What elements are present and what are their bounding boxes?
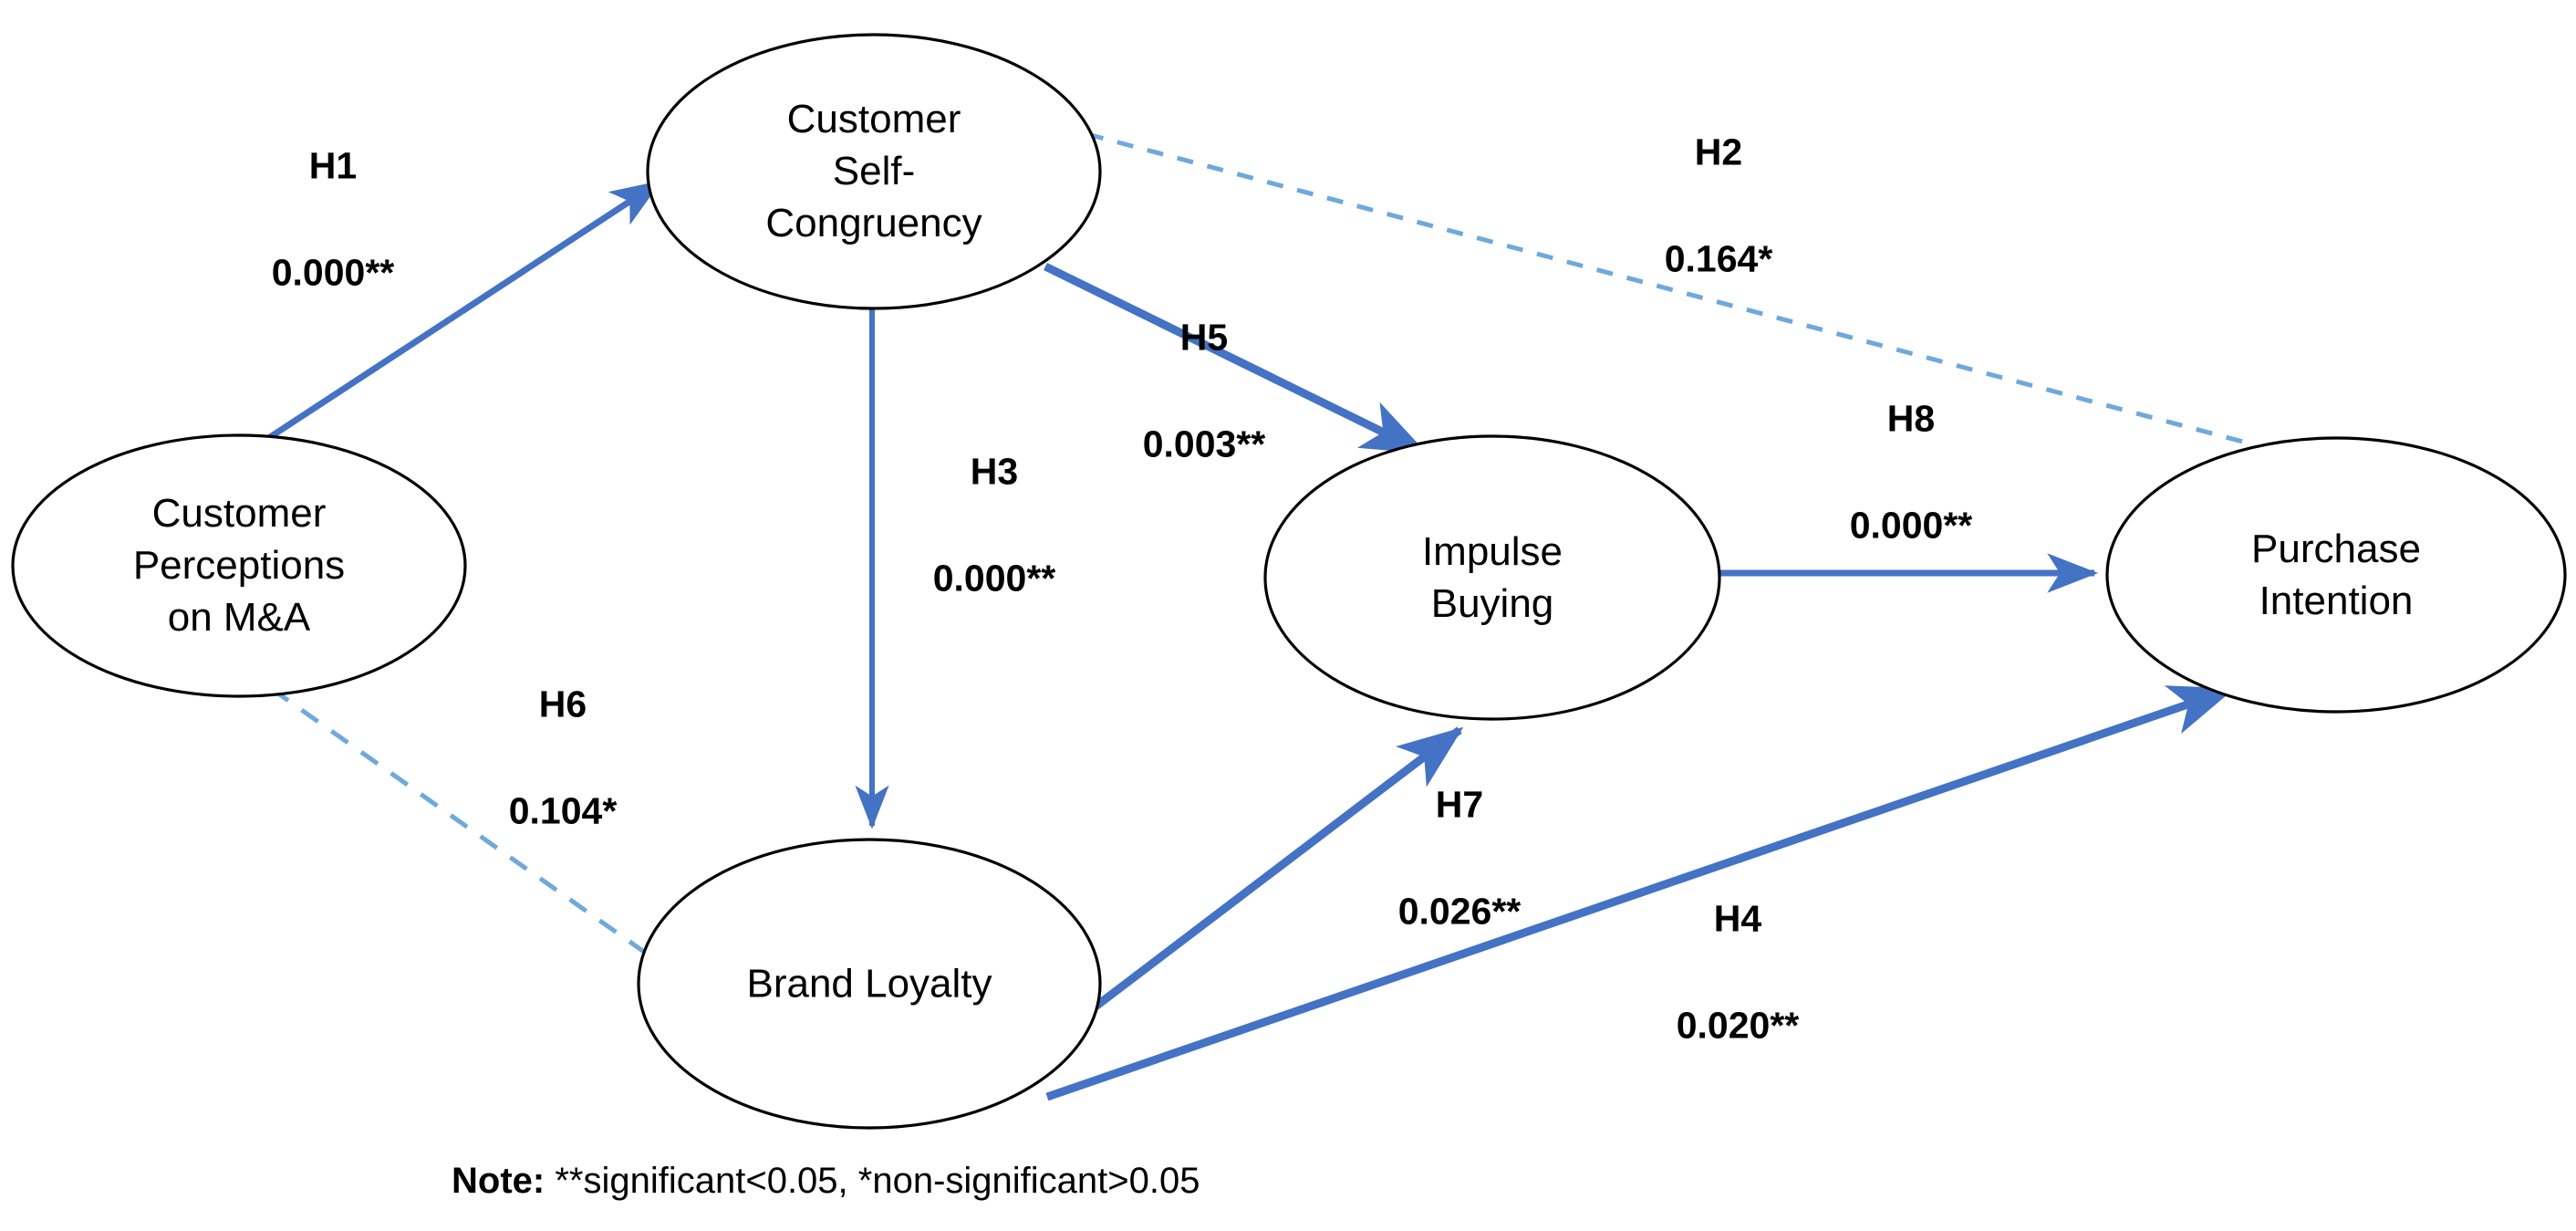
path-h2-line xyxy=(1086,131,2254,447)
path-label-h7: H7 0.026** xyxy=(1398,725,1522,990)
path-label-h3: H3 0.000** xyxy=(933,391,1056,657)
node-customer-perceptions[interactable] xyxy=(11,433,467,698)
path-label-h4-hypothesis: H4 xyxy=(1713,897,1762,940)
path-label-h6-value: 0.104* xyxy=(508,789,618,832)
path-label-h3-value: 0.000** xyxy=(932,557,1056,600)
node-customer-self-congruency[interactable] xyxy=(646,33,1102,310)
path-h6-line xyxy=(270,686,668,970)
path-label-h3-hypothesis: H3 xyxy=(970,450,1019,493)
path-h4-line xyxy=(1045,685,2236,1101)
diagram-note-prefix: Note: xyxy=(452,1161,545,1201)
path-label-h8-hypothesis: H8 xyxy=(1886,397,1936,440)
path-h1-line xyxy=(268,180,662,440)
diagram-note: Note: **significant<0.05, *non-significa… xyxy=(452,1161,1200,1202)
path-label-h4-value: 0.020** xyxy=(1676,1004,1800,1047)
path-label-h7-hypothesis: H7 xyxy=(1435,783,1484,826)
path-label-h2-value: 0.164* xyxy=(1664,237,1773,280)
path-label-h2-hypothesis: H2 xyxy=(1694,130,1743,173)
path-label-h6-hypothesis: H6 xyxy=(538,683,587,725)
node-purchase-intention[interactable] xyxy=(2105,436,2567,714)
node-impulse-buying[interactable] xyxy=(1263,434,1721,721)
path-label-h2: H2 0.164* xyxy=(1665,72,1773,338)
node-brand-loyalty[interactable] xyxy=(637,838,1102,1130)
path-label-h8: H8 0.000** xyxy=(1850,339,1973,604)
path-label-h1-hypothesis: H1 xyxy=(308,144,358,187)
path-label-h5-hypothesis: H5 xyxy=(1179,316,1229,359)
path-label-h6: H6 0.104* xyxy=(509,624,618,890)
path-label-h1-value: 0.000** xyxy=(271,251,395,294)
path-h7-line xyxy=(1070,726,1464,1028)
path-label-h8-value: 0.000** xyxy=(1849,504,1973,547)
path-label-h1: H1 0.000** xyxy=(272,86,395,351)
path-label-h5-value: 0.003** xyxy=(1142,423,1266,465)
path-label-h4: H4 0.020** xyxy=(1677,839,1800,1104)
path-label-h7-value: 0.026** xyxy=(1397,890,1522,933)
path-label-h5: H5 0.003** xyxy=(1143,257,1266,523)
diagram-note-body: **significant<0.05, *non-significant>0.0… xyxy=(545,1161,1200,1201)
path-h5-line xyxy=(1044,262,1428,456)
